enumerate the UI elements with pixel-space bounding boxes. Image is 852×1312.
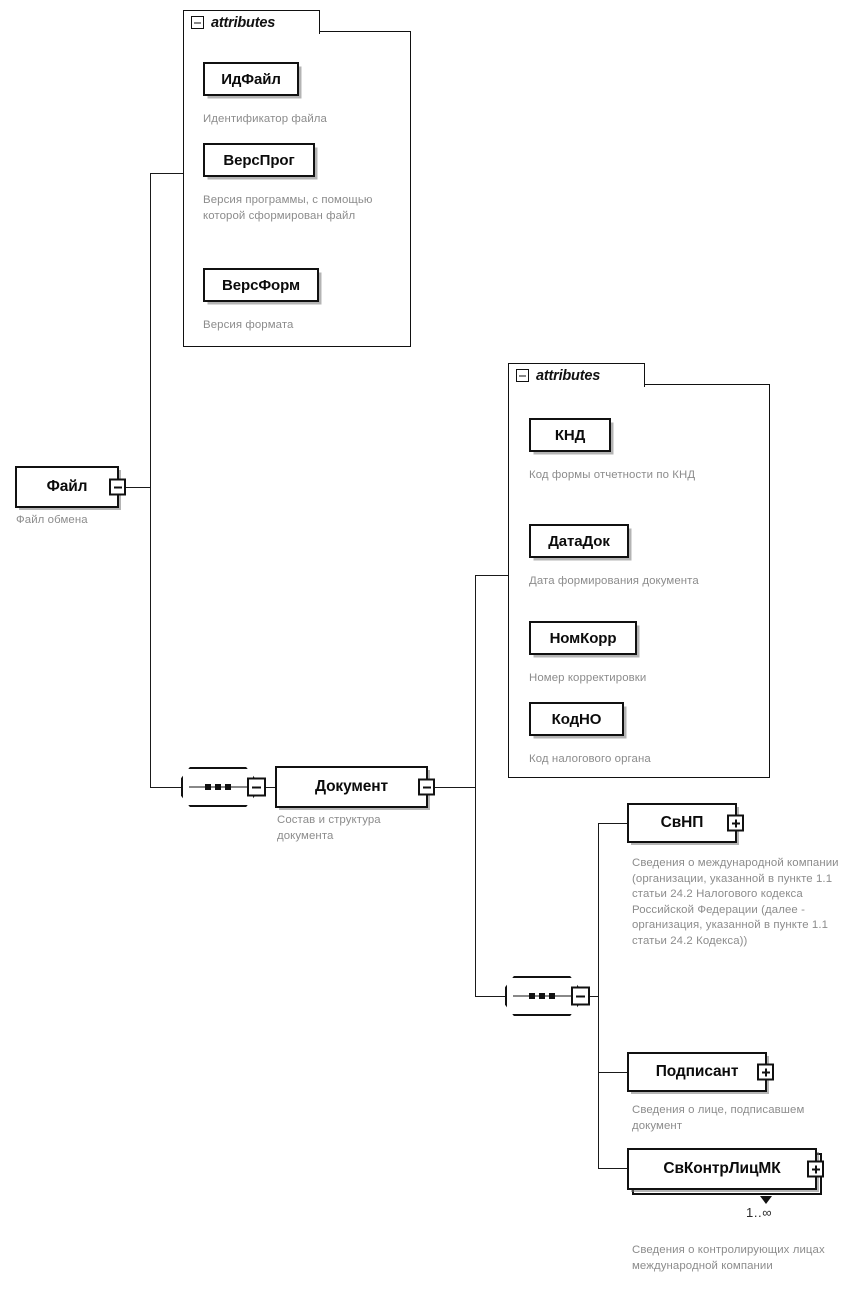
sequence-dot — [539, 993, 545, 999]
sequence-dot — [215, 784, 221, 790]
sequence-compositor-file[interactable] — [181, 767, 266, 807]
attr-node-knd-label: КНД — [554, 426, 586, 444]
attr-node-nomkorr-label: НомКорр — [549, 629, 617, 647]
node-dokument-label: Документ — [314, 778, 389, 795]
node-podpisant[interactable]: Подписант — [627, 1052, 774, 1092]
node-dokument-box[interactable]: Документ — [275, 766, 435, 808]
attributes-collapse-icon[interactable] — [516, 369, 529, 382]
attributes-group-fayl-label: attributes — [211, 14, 276, 31]
node-podpisant-label: Подписант — [655, 1063, 739, 1080]
connector-file-to-trunk — [119, 487, 151, 488]
connector-trunk2-to-attributes2 — [475, 575, 508, 576]
sequence-compositor-document-dots — [529, 993, 555, 999]
node-podpisant-expand-icon[interactable] — [757, 1063, 774, 1081]
attr-node-kodno[interactable]: КодНО — [529, 702, 624, 736]
attributes-group-dokument-label: attributes — [536, 367, 601, 384]
caption-versform: Версия формата — [203, 319, 294, 331]
attr-node-idfayl-label: ИдФайл — [221, 70, 281, 88]
connector-trunk-to-attributes1 — [150, 173, 183, 174]
caption-versprog: Версия программы, с помощью которой сфор… — [203, 194, 373, 222]
node-svnp[interactable]: СвНП — [627, 803, 744, 843]
caption-idfayl: Идентификатор файла — [203, 113, 327, 125]
node-svnp-label: СвНП — [660, 814, 704, 831]
caption-podpisant: Сведения о лице, подписавшем документ — [632, 1104, 805, 1132]
node-dokument-collapse-icon[interactable] — [418, 778, 435, 796]
cardinality-svkontrlicmk: 1..∞ — [746, 1205, 773, 1220]
sequence-dot — [205, 784, 211, 790]
caption-nomkorr: Номер корректировки — [529, 672, 647, 684]
attr-node-kodno-label: КодНО — [551, 710, 602, 728]
caption-svnp: Сведения о международной компании (орган… — [632, 857, 839, 947]
sequence-dot — [225, 784, 231, 790]
sequence-compositor-file-collapse-icon[interactable] — [247, 777, 266, 797]
node-fayl-label: Файл — [46, 478, 88, 495]
caption-svkontrlicmk: Сведения о контролирующих лицах междунар… — [632, 1244, 825, 1272]
connector-trunk2 — [475, 575, 476, 997]
node-svkontrlicmk-expand-icon[interactable] — [807, 1160, 824, 1178]
connector-trunk-to-sequence1 — [150, 787, 182, 788]
node-svkontrlicmk-box[interactable]: СвКонтрЛицМК — [627, 1148, 824, 1190]
node-svnp-expand-icon[interactable] — [727, 814, 744, 832]
attr-node-versprog-label: ВерсПрог — [223, 151, 295, 169]
caption-knd: Код формы отчетности по КНД — [529, 469, 696, 481]
connector-document-to-trunk2 — [428, 787, 476, 788]
attributes-collapse-icon[interactable] — [191, 16, 204, 29]
caption-datadok: Дата формирования документа — [529, 575, 699, 587]
attr-node-knd[interactable]: КНД — [529, 418, 611, 452]
connector-trunk2-to-sequence2 — [475, 996, 505, 997]
attr-node-datadok-label: ДатаДок — [548, 532, 610, 550]
node-fayl-collapse-icon[interactable] — [109, 478, 126, 496]
caption-dokument: Состав и структура документа — [277, 814, 381, 842]
node-fayl[interactable]: Файл — [15, 466, 126, 508]
sequence-compositor-document-collapse-icon[interactable] — [571, 986, 590, 1006]
attr-node-datadok[interactable]: ДатаДок — [529, 524, 629, 558]
node-svkontrlicmk-label: СвКонтрЛицМК — [663, 1160, 781, 1177]
sequence-dot — [549, 993, 555, 999]
connector-trunk3-to-svkontrlicmk — [598, 1168, 627, 1169]
node-fayl-box[interactable]: Файл — [15, 466, 126, 508]
attr-node-nomkorr[interactable]: НомКорр — [529, 621, 637, 655]
node-svnp-box[interactable]: СвНП — [627, 803, 744, 843]
node-svkontrlicmk[interactable]: СвКонтрЛицМК — [627, 1148, 824, 1190]
connector-trunk-file — [150, 173, 151, 787]
cardinality-arrow-icon — [760, 1196, 772, 1204]
connector-trunk3-to-svnp — [598, 823, 627, 824]
sequence-dot — [529, 993, 535, 999]
connector-trunk3-children — [598, 823, 599, 1168]
sequence-compositor-document[interactable] — [505, 976, 590, 1016]
attr-node-versform-label: ВерсФорм — [222, 276, 300, 294]
sequence-compositor-file-dots — [205, 784, 231, 790]
attr-node-idfayl[interactable]: ИдФайл — [203, 62, 299, 96]
node-dokument[interactable]: Документ — [275, 766, 435, 808]
connector-trunk3-to-podpisant — [598, 1072, 627, 1073]
attr-node-versprog[interactable]: ВерсПрог — [203, 143, 315, 177]
caption-fayl: Файл обмена — [16, 514, 88, 526]
attributes-group-dokument-tab[interactable]: attributes — [508, 363, 645, 387]
node-podpisant-box[interactable]: Подписант — [627, 1052, 774, 1092]
caption-kodno: Код налогового органа — [529, 753, 651, 765]
attributes-group-fayl-tab[interactable]: attributes — [183, 10, 320, 34]
attr-node-versform[interactable]: ВерсФорм — [203, 268, 319, 302]
